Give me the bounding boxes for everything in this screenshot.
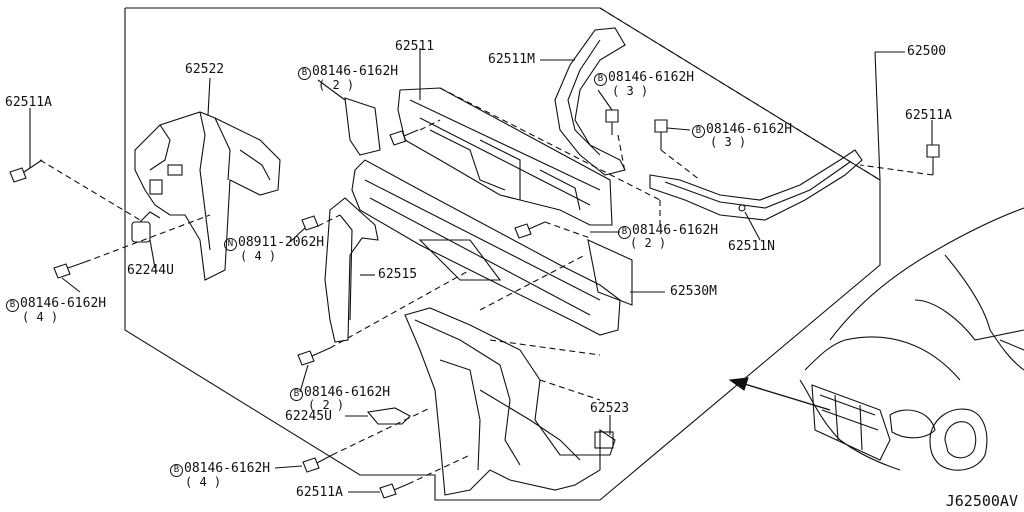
bolt-qty-1: ( 2 ) xyxy=(318,78,355,92)
label-62500: 62500 xyxy=(907,44,947,59)
bolt-prefix-circle: B xyxy=(298,67,311,80)
part-62245U-drawing xyxy=(366,407,411,425)
bolt-code: 08146-6162H xyxy=(184,461,271,476)
dashed-guides xyxy=(39,87,934,485)
label-62511A-bottom: 62511A xyxy=(296,485,343,500)
bolt-code: 08146-6162H xyxy=(706,122,793,137)
bolt-qty-3: ( 3 ) xyxy=(710,135,747,149)
part-62511-drawing xyxy=(397,87,613,226)
label-62511A-right: 62511A xyxy=(905,108,952,123)
bolt-qty-2: ( 3 ) xyxy=(612,84,649,98)
bolt-qty-6: ( 2 ) xyxy=(308,398,345,412)
assembly-boundary xyxy=(124,7,881,501)
bolt-prefix-circle: B xyxy=(170,464,183,477)
bolt-shapes xyxy=(9,109,940,499)
label-62523: 62523 xyxy=(590,401,630,416)
bolt-qty-7: ( 4 ) xyxy=(185,475,222,489)
nut-qty: ( 4 ) xyxy=(240,249,277,263)
part-62511M-drawing xyxy=(554,27,626,176)
part-62522-drawing xyxy=(131,111,281,281)
label-62511N: 62511N xyxy=(728,239,775,254)
bolt-qty-5: ( 2 ) xyxy=(630,236,667,250)
part-62511N-drawing xyxy=(649,149,863,221)
bolt-code: 08146-6162H xyxy=(608,70,695,85)
bolt-code: 08146-6162H xyxy=(20,296,107,311)
label-62511: 62511 xyxy=(395,39,435,54)
bolt-prefix-circle: B xyxy=(6,299,19,312)
part-62515-drawing xyxy=(324,97,381,343)
bolt-code: 08146-6162H xyxy=(304,385,391,400)
nut-prefix-circle: N xyxy=(224,238,237,251)
label-62530M: 62530M xyxy=(670,284,717,299)
bolt-prefix-circle: B xyxy=(618,226,631,239)
assembly-dash-lines xyxy=(599,7,881,181)
part-62523-drawing xyxy=(404,307,616,496)
bolt-prefix-circle: B xyxy=(692,125,705,138)
bolt-prefix-circle: B xyxy=(594,73,607,86)
vehicle-drawing xyxy=(799,207,1024,471)
bolt-prefix-circle: B xyxy=(290,388,303,401)
label-62515: 62515 xyxy=(378,267,418,282)
diagram-reference-code: J62500AV xyxy=(945,492,1018,510)
label-62245U: 62245U xyxy=(285,409,332,424)
part-62530M-drawing xyxy=(351,159,633,336)
leader-lines xyxy=(29,48,933,493)
label-62244U: 62244U xyxy=(127,263,174,278)
label-62511M: 62511M xyxy=(488,52,535,67)
label-62511A-left: 62511A xyxy=(5,95,52,110)
bolt-qty-4: ( 4 ) xyxy=(22,310,59,324)
label-62522: 62522 xyxy=(185,62,225,77)
nut-code: 08911-2062H xyxy=(238,235,325,250)
bolt-code: 08146-6162H xyxy=(632,223,719,238)
bolt-code: 08146-6162H xyxy=(312,64,399,79)
